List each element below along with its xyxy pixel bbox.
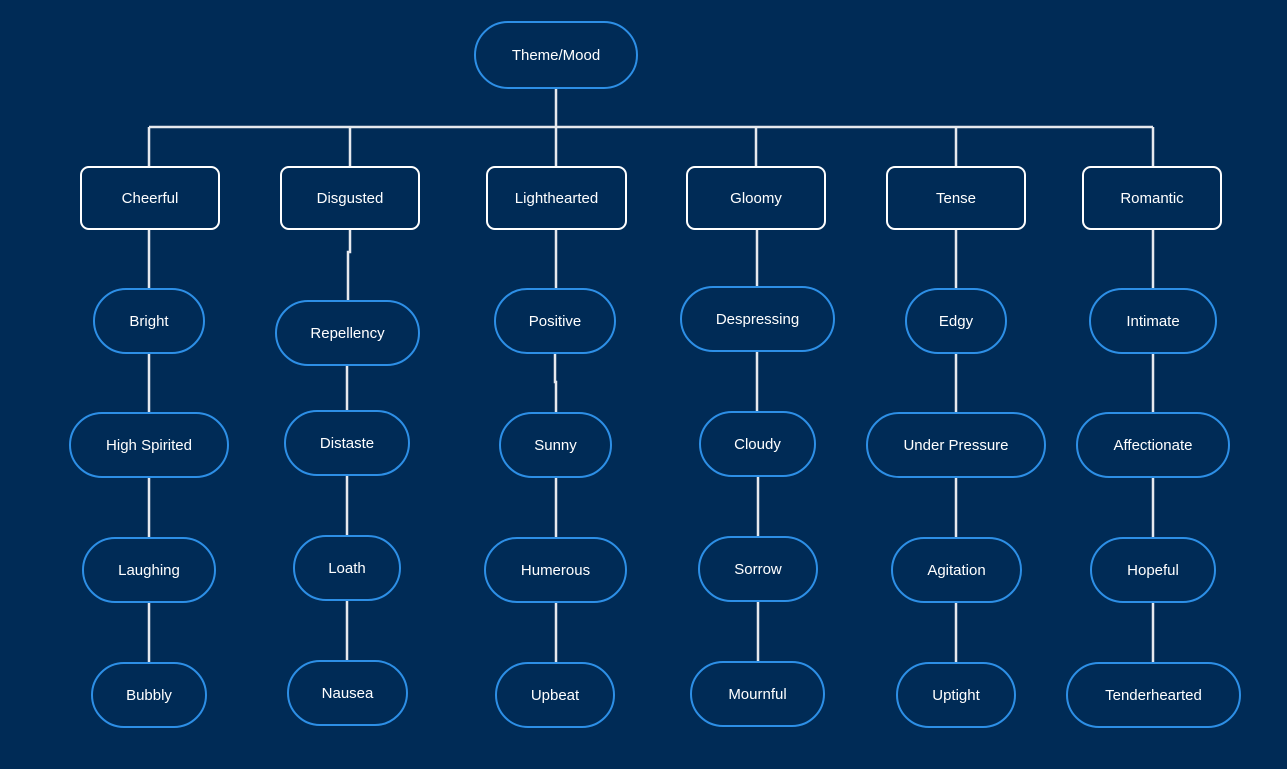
category-node-gloomy: Gloomy [686, 166, 826, 230]
leaf-node-mournful: Mournful [690, 661, 825, 727]
leaf-node-laughing: Laughing [82, 537, 216, 603]
leaf-node-cloudy: Cloudy [699, 411, 816, 477]
category-node-tense: Tense [886, 166, 1026, 230]
leaf-node-affectionate: Affectionate [1076, 412, 1230, 478]
leaf-node-under-pressure: Under Pressure [866, 412, 1046, 478]
leaf-node-high-spirited: High Spirited [69, 412, 229, 478]
leaf-node-nausea: Nausea [287, 660, 408, 726]
connector-column-lighthearted [553, 230, 558, 662]
leaf-node-repellency: Repellency [275, 300, 420, 366]
category-node-romantic: Romantic [1082, 166, 1222, 230]
leaf-node-sunny: Sunny [499, 412, 612, 478]
leaf-node-humerous: Humerous [484, 537, 627, 603]
leaf-node-bubbly: Bubbly [91, 662, 207, 728]
leaf-node-distaste: Distaste [284, 410, 410, 476]
category-node-cheerful: Cheerful [80, 166, 220, 230]
leaf-node-sorrow: Sorrow [698, 536, 818, 602]
leaf-node-loath: Loath [293, 535, 401, 601]
leaf-node-bright: Bright [93, 288, 205, 354]
leaf-node-despressing: Despressing [680, 286, 835, 352]
leaf-node-intimate: Intimate [1089, 288, 1217, 354]
category-node-disgusted: Disgusted [280, 166, 420, 230]
leaf-node-hopeful: Hopeful [1090, 537, 1216, 603]
connector-column-gloomy [755, 230, 760, 661]
leaf-node-agitation: Agitation [891, 537, 1022, 603]
root-node-theme-mood: Theme/Mood [474, 21, 638, 89]
connector-column-disgusted [345, 230, 352, 660]
category-node-lighthearted: Lighthearted [486, 166, 627, 230]
leaf-node-edgy: Edgy [905, 288, 1007, 354]
leaf-node-tenderhearted: Tenderhearted [1066, 662, 1241, 728]
leaf-node-uptight: Uptight [896, 662, 1016, 728]
leaf-node-positive: Positive [494, 288, 616, 354]
leaf-node-upbeat: Upbeat [495, 662, 615, 728]
